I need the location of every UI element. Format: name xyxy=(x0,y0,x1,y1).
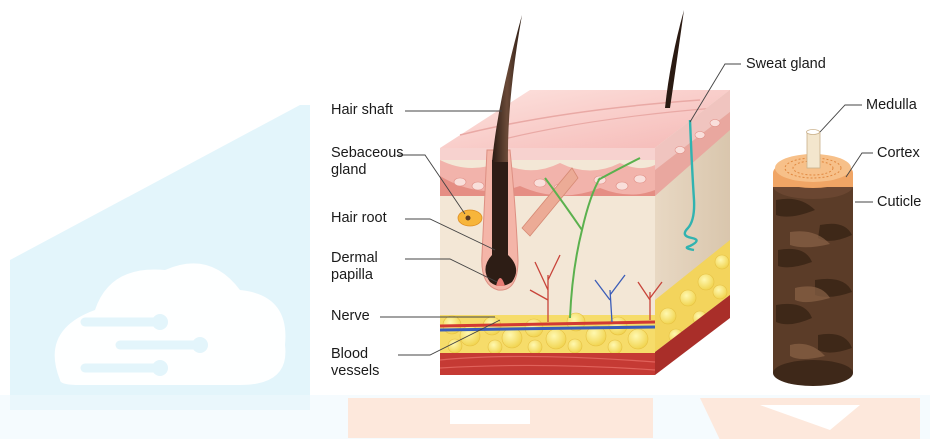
label-cuticle: Cuticle xyxy=(877,194,921,211)
sebaceous-gland xyxy=(458,210,482,226)
epidermis xyxy=(440,148,655,160)
skin-cross-section xyxy=(440,10,730,375)
medulla-core xyxy=(807,132,820,168)
label-blood-vessels: Blood vessels xyxy=(331,346,401,380)
label-cortex: Cortex xyxy=(877,145,920,162)
label-dermal-papilla: Dermal papilla xyxy=(331,250,401,284)
label-medulla: Medulla xyxy=(866,97,917,114)
hair-shaft-cross-section xyxy=(773,130,853,387)
label-sweat-gland: Sweat gland xyxy=(746,56,826,73)
label-hair-root: Hair root xyxy=(331,210,387,227)
label-sebaceous-gland: Sebaceous gland xyxy=(331,145,411,179)
label-nerve: Nerve xyxy=(331,308,370,325)
leader-medulla xyxy=(820,105,862,132)
label-hair-shaft: Hair shaft xyxy=(331,102,393,119)
